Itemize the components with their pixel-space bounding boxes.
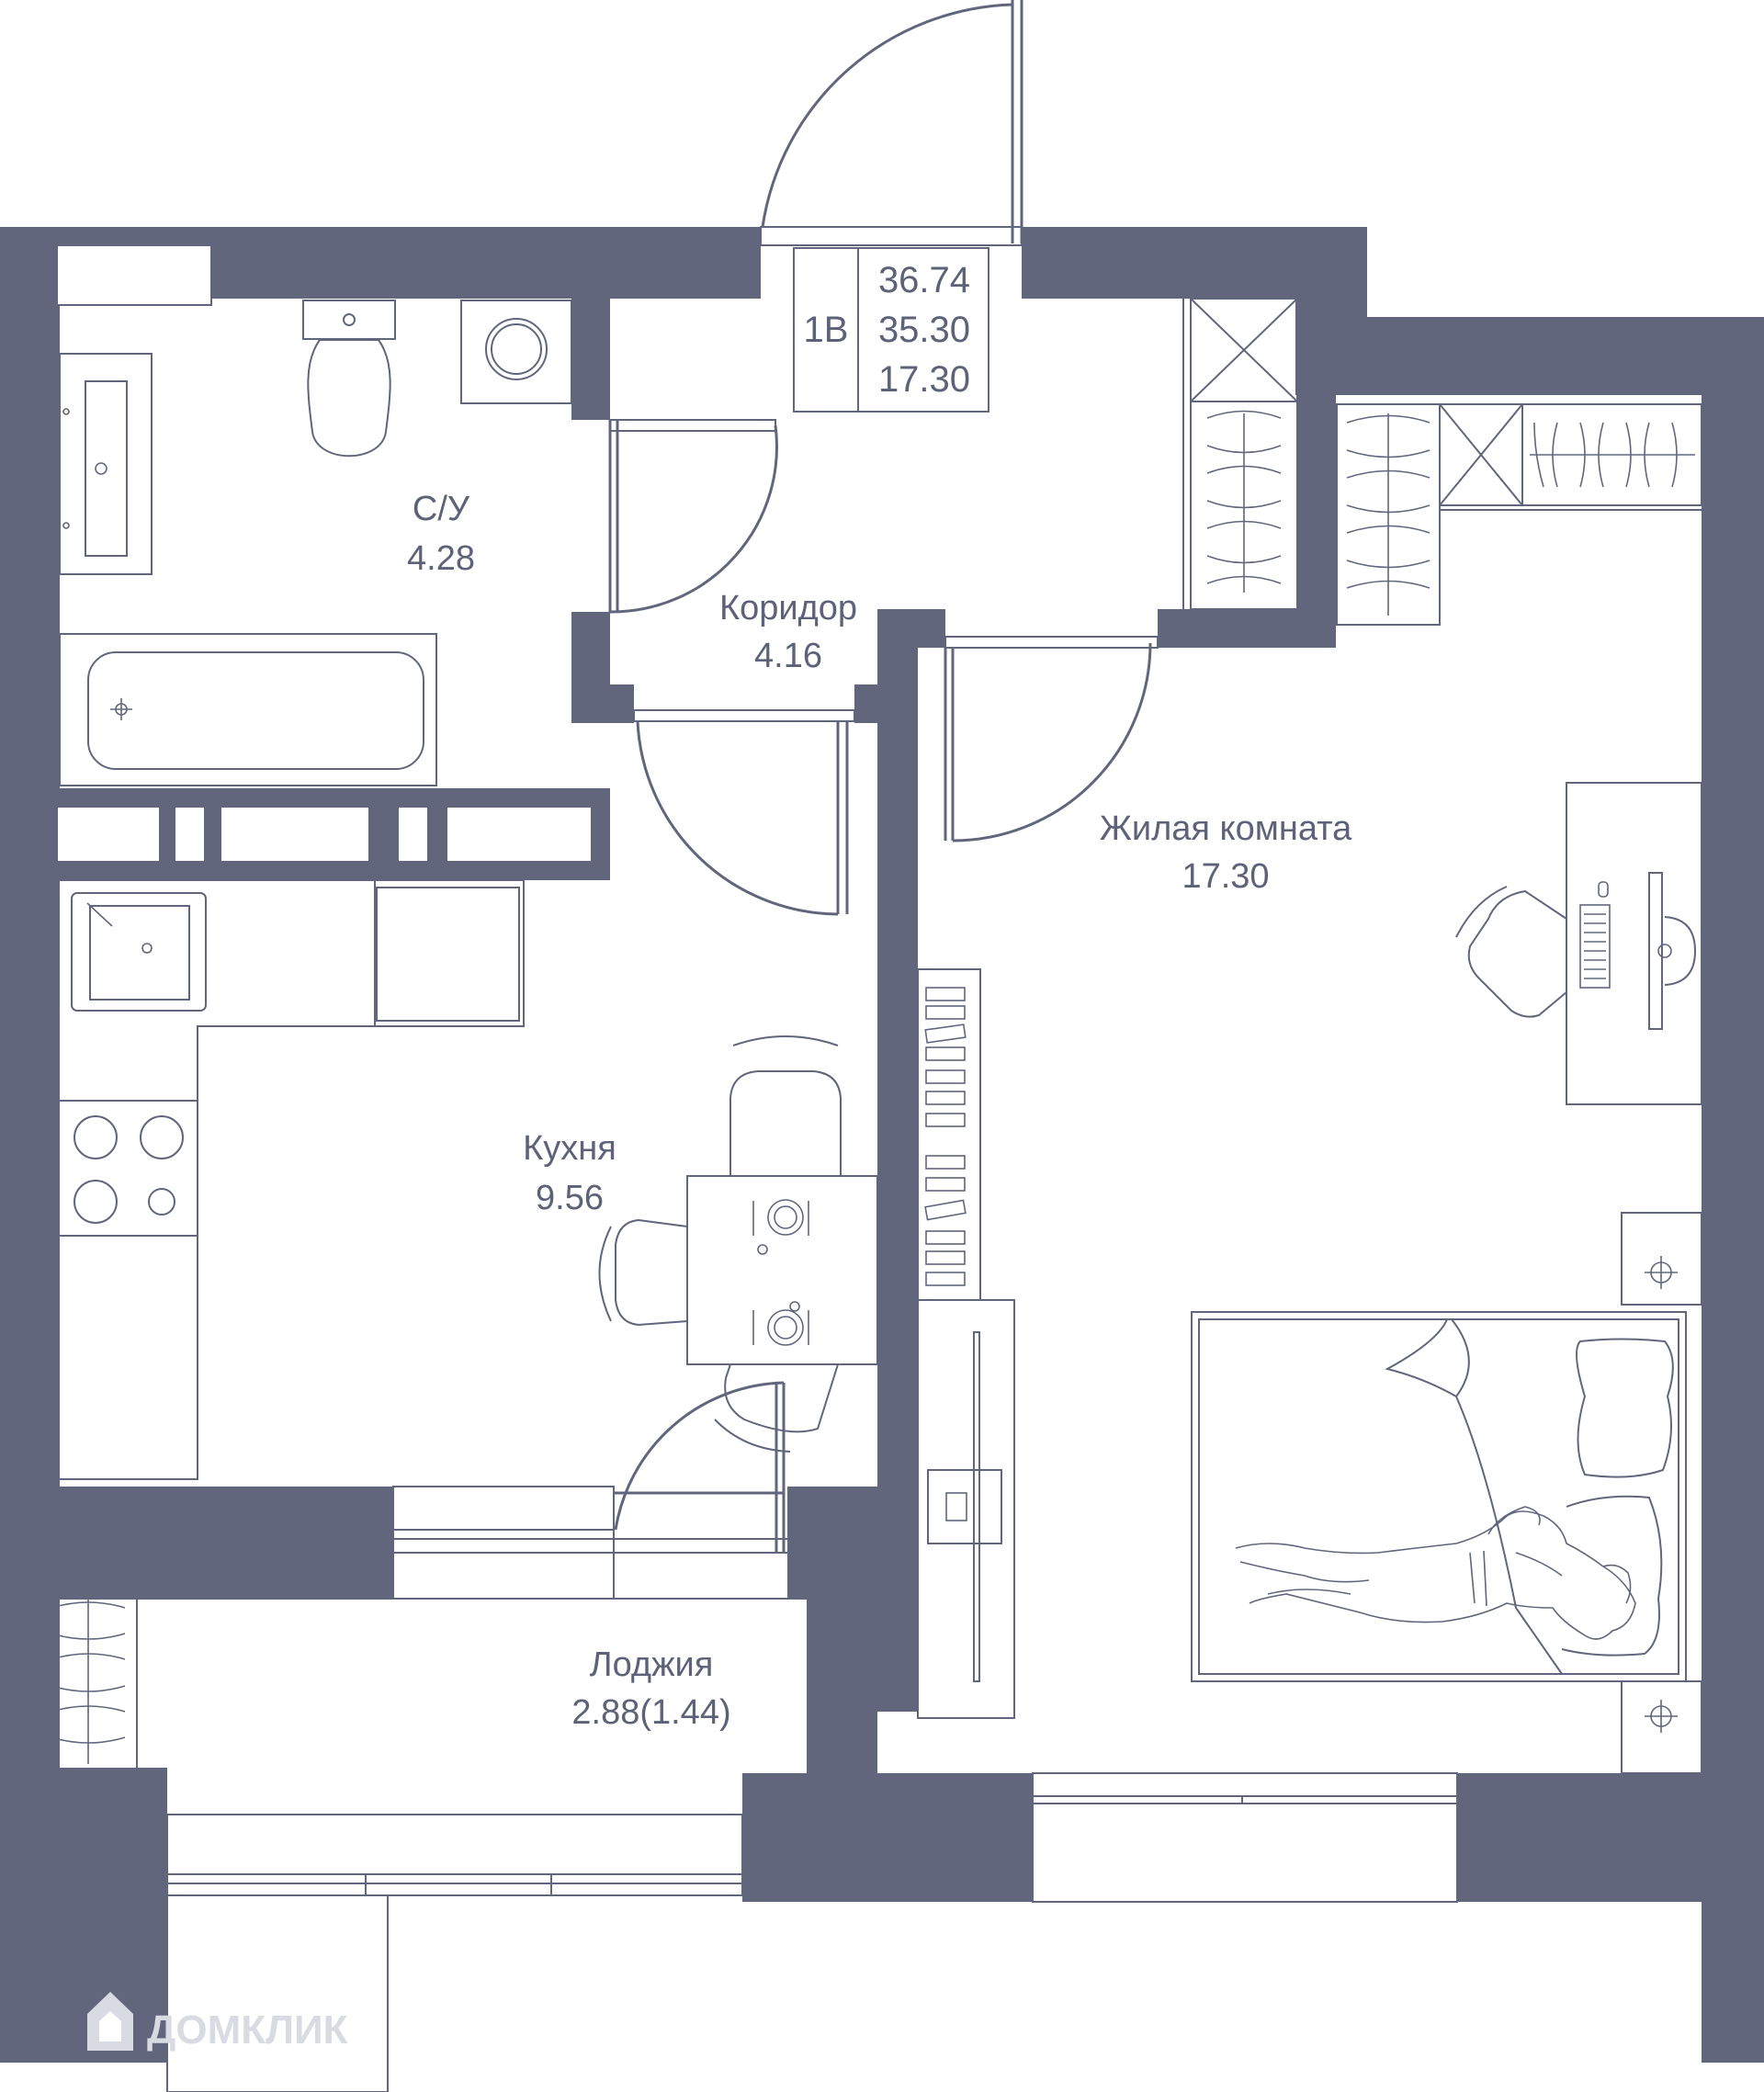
tv-stand [917, 1299, 1015, 1719]
living-window [1032, 1772, 1458, 1903]
desk [1455, 782, 1702, 1105]
balcony-door [611, 1381, 786, 1553]
area-living: 17.30 [878, 359, 970, 400]
bathroom-door [608, 419, 778, 614]
bed [1191, 1311, 1687, 1682]
kitchen-door [633, 709, 855, 916]
bathroom-area: 4.28 [407, 539, 475, 578]
area-info-box: 1В 36.74 35.30 17.30 [793, 247, 989, 413]
room-labels: С/У 4.28 Коридор 4.16 Жилая комната 17.3… [407, 490, 1352, 1732]
walls [0, 227, 1764, 2063]
loggia [40, 1598, 807, 2092]
apartment-label: 1В [804, 310, 849, 350]
bathroom-fixtures [59, 300, 572, 786]
house-logo-icon [87, 1992, 133, 2051]
kitchen-area: 9.56 [536, 1179, 604, 1217]
partition-blocks [56, 806, 593, 863]
loggia-name: Лоджия [590, 1645, 714, 1684]
area-total: 36.74 [878, 260, 970, 300]
watermark: ДОМКЛИК [87, 1992, 348, 2052]
bathroom-name: С/У [413, 490, 470, 528]
area-living-sum: 35.30 [878, 310, 970, 350]
living-closet [1336, 403, 1702, 626]
living-room-door [944, 636, 1159, 842]
living-room-area: 17.30 [1182, 857, 1269, 896]
kitchen-table [598, 1035, 878, 1453]
nightstands [1621, 1212, 1702, 1774]
kitchen-window [392, 1486, 787, 1600]
bookshelf [917, 968, 981, 1301]
kitchen-fixtures [60, 879, 525, 1480]
watermark-text: ДОМКЛИК [147, 2007, 348, 2052]
corridor-closet [1182, 298, 1298, 610]
living-room-name: Жилая комната [1100, 809, 1352, 848]
corridor-name: Коридор [719, 589, 857, 628]
corridor-area: 4.16 [754, 637, 822, 675]
loggia-area: 2.88(1.44) [571, 1693, 730, 1732]
entrance-door [760, 0, 1023, 246]
kitchen-name: Кухня [523, 1129, 616, 1168]
